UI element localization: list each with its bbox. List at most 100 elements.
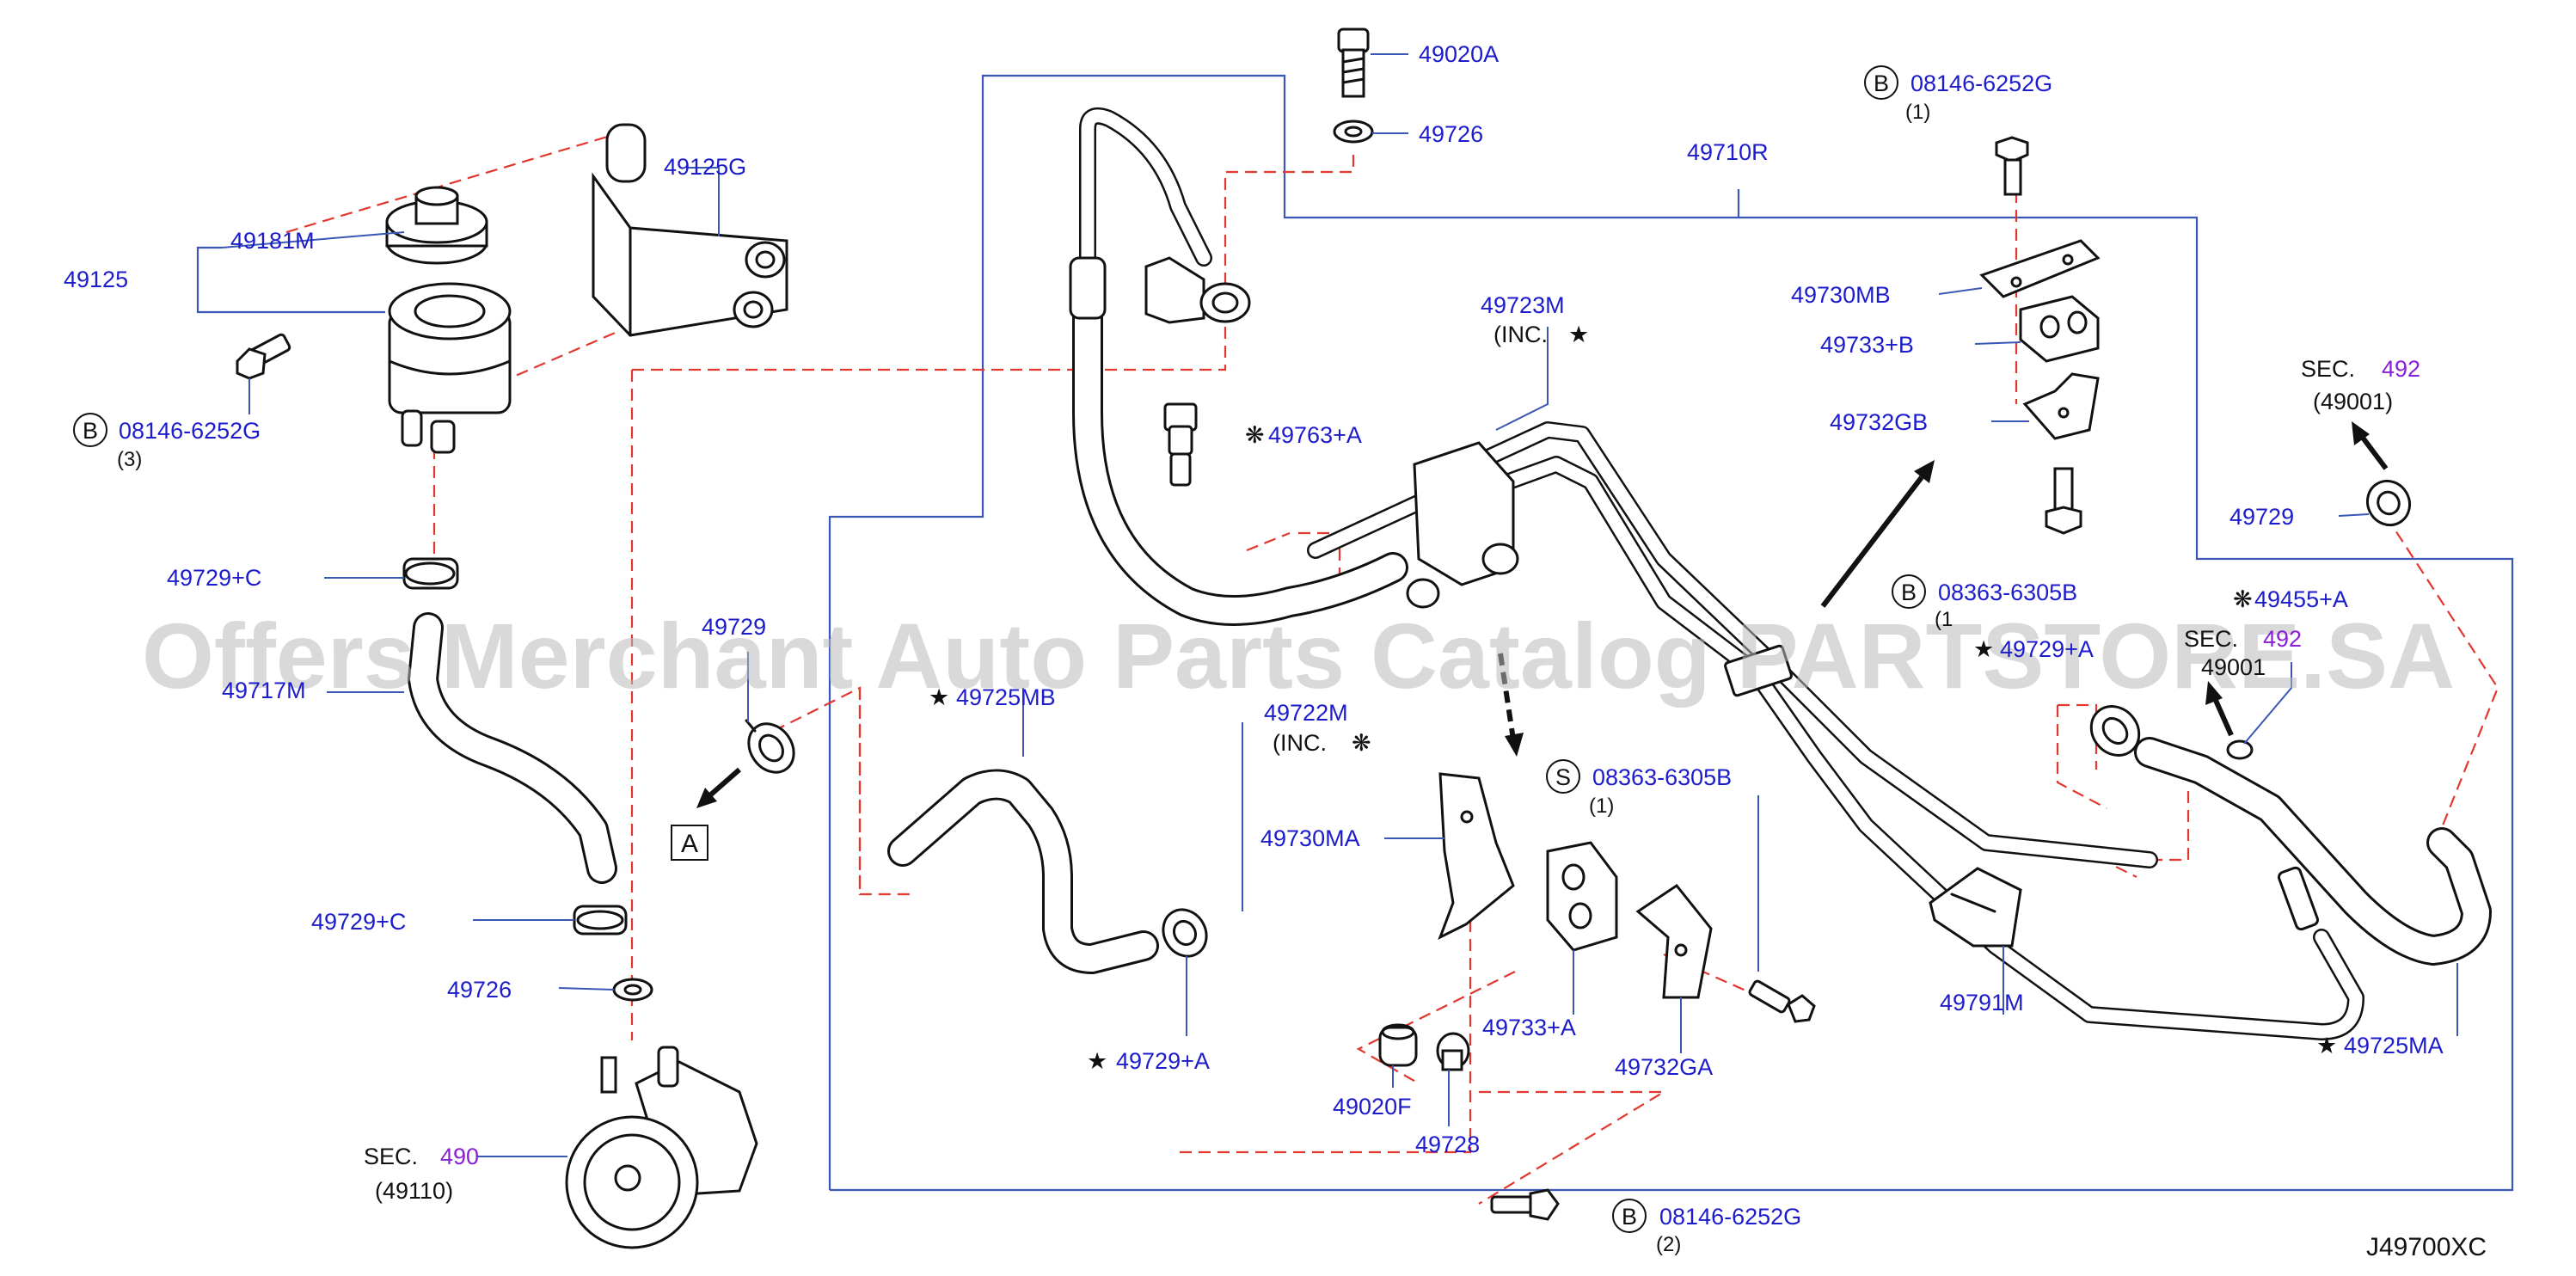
badge-b-reservoir: [73, 413, 107, 447]
label-08146-top-right: 08146-6252G: [1911, 71, 2052, 96]
badge-s-center: [1546, 759, 1580, 794]
star-49729a-mid: ★: [1087, 1048, 1107, 1074]
assembly-frame: [196, 74, 2514, 1192]
label-49020f: 49020F: [1333, 1094, 1412, 1120]
label-sec490-prefix: SEC.: [364, 1144, 418, 1169]
label-49725mb: 49725MB: [956, 684, 1056, 710]
label-49729c-upper: 49729+C: [167, 565, 261, 591]
reservoir-tank: [388, 282, 512, 454]
badge-b-reservoir-text: B: [83, 418, 98, 444]
watermark: Offers Merchant Auto Parts Catalog PARTS…: [142, 604, 2455, 708]
bolt-08363-center: [1748, 979, 1816, 1023]
qty-08363-center: (1): [1589, 794, 1614, 818]
label-49732gb: 49732GB: [1830, 409, 1928, 435]
label-sec492a-num: 492: [2382, 356, 2420, 382]
qty-08146-reservoir: (3): [117, 448, 142, 471]
bracket-49730ma: [1438, 772, 1515, 941]
snowflake-49763a: ❋: [1245, 422, 1265, 448]
label-49729c-lower: 49729+C: [311, 909, 406, 935]
bolt-08363-right: [2045, 467, 2082, 535]
label-sec492b-sub: 49001: [2201, 654, 2266, 680]
qty-08146-bottom: (2): [1656, 1233, 1681, 1256]
label-49717m: 49717M: [222, 678, 306, 703]
clamp-49729-left: [745, 719, 795, 774]
pressure-line-hose: [1069, 107, 1408, 626]
bolt-08146-bottom: [1490, 1188, 1560, 1221]
label-49710r: 49710R: [1687, 139, 1769, 165]
clamp-49729c-upper: [402, 557, 459, 590]
clamp-49729a-right: [2089, 705, 2141, 757]
reservoir-bracket: [592, 123, 788, 337]
hose-49725ma: [2134, 737, 2492, 966]
star-49725ma: ★: [2316, 1033, 2337, 1058]
box-a: A: [671, 825, 708, 861]
sensor-pipe-end: [2278, 866, 2319, 931]
diagram-code: J49700XC: [2366, 1233, 2487, 1261]
label-49725ma: 49725MA: [2344, 1033, 2444, 1058]
badge-b-bottom-text: B: [1622, 1204, 1637, 1230]
arrow-to-clamps: [1498, 653, 1524, 757]
grommet-49020f: [1378, 1023, 1418, 1067]
label-49729-right: 49729: [2229, 504, 2294, 530]
label-sec492a-sub: (49001): [2313, 389, 2393, 414]
hose-49717m: [408, 612, 617, 884]
label-sec490-num: 490: [440, 1144, 479, 1169]
badge-b-right: [1892, 574, 1926, 609]
label-sec492b-num: 492: [2263, 626, 2302, 652]
label-49125: 49125: [64, 267, 128, 292]
arrow-to-sec492-lower: [2205, 681, 2234, 737]
label-sec492a-prefix: SEC.: [2301, 356, 2355, 382]
box-a-label: A: [681, 830, 698, 858]
bracket-49732gb: [2022, 372, 2100, 440]
label-49791m: 49791M: [1940, 990, 2024, 1015]
badge-b-right-text: B: [1901, 580, 1917, 605]
bolt-49020a: [1337, 28, 1370, 98]
label-49730ma: 49730MA: [1260, 825, 1360, 851]
qty-08363-right: (1: [1935, 608, 1953, 631]
sensor-49763a: [1163, 402, 1198, 487]
clamp-49729-right: [2365, 479, 2412, 527]
label-08363-right: 08363-6305B: [1938, 580, 2077, 605]
label-08363-center: 08363-6305B: [1592, 764, 1732, 790]
label-08146-bottom: 08146-6252G: [1659, 1204, 1801, 1230]
label-49181m: 49181M: [230, 228, 315, 254]
bracket-49732ga: [1635, 883, 1713, 999]
hose-49725mb: [887, 769, 1159, 974]
badge-b-top-right: [1864, 65, 1898, 100]
badge-s-center-text: S: [1555, 764, 1571, 790]
washer-49726-top: [1333, 120, 1374, 144]
label-49722m-inc: (INC.: [1273, 730, 1327, 756]
clamp-49791m: [1929, 867, 2022, 948]
label-08146-reservoir: 08146-6252G: [119, 418, 261, 444]
label-49729a-right: 49729+A: [2000, 636, 2094, 662]
clamp-49729c-lower: [573, 905, 628, 936]
label-49732ga: 49732GA: [1615, 1054, 1713, 1080]
badge-b-bottom: [1612, 1199, 1647, 1233]
arrow-to-sec492-upper: [2352, 421, 2389, 470]
label-sec492b-prefix: SEC.: [2184, 626, 2238, 652]
washer-49726-lower: [612, 978, 653, 1002]
label-49729a-mid: 49729+A: [1116, 1048, 1210, 1074]
label-49726-top: 49726: [1419, 121, 1483, 147]
power-steering-pump: [565, 1046, 758, 1249]
reservoir-bolt: [236, 333, 291, 380]
label-49733b: 49733+B: [1820, 332, 1914, 358]
block-49733b: [2019, 295, 2100, 363]
label-49125g: 49125G: [664, 154, 746, 180]
bolt-08146-top-right: [1995, 136, 2029, 196]
star-49723m: ★: [1568, 322, 1589, 347]
label-49728: 49728: [1415, 1132, 1480, 1157]
star-49725mb: ★: [929, 684, 949, 710]
star-49729a-right: ★: [1973, 636, 1994, 662]
oring-49455a: [2226, 739, 2254, 760]
labels: 49125 49181M 49125G B 08146-6252G (3) 49…: [64, 41, 2487, 1261]
arrow-to-bracket: [1820, 460, 1935, 608]
label-sec490-sub: (49110): [375, 1178, 453, 1204]
collar-49728: [1436, 1032, 1470, 1071]
label-49455a: 49455+A: [2254, 586, 2348, 612]
plate-49730mb: [1979, 239, 2101, 298]
clamp-49729a-mid: [1162, 908, 1208, 958]
label-49763a: 49763+A: [1268, 422, 1362, 448]
badge-b-top-right-text: B: [1874, 71, 1889, 96]
